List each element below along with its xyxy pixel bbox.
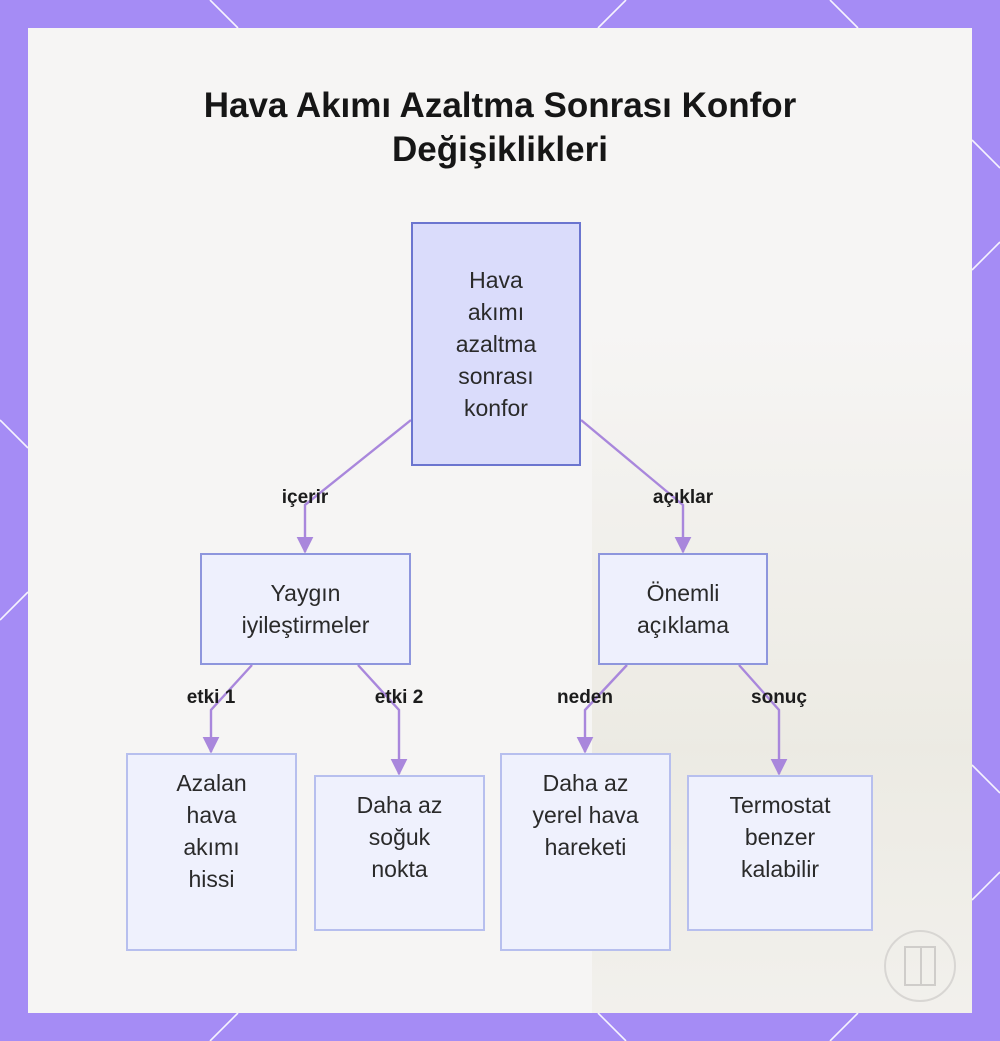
edge-reason [576,664,628,754]
node-root-line: akımı [467,299,525,325]
node-effect2-line: nokta [371,856,428,882]
node-effect2-line: Daha az [356,792,443,818]
node-result: Termostat benzer kalabilir [687,775,873,931]
node-effect1-line: hissi [188,866,235,892]
edge-label-contains: içerir [281,487,329,508]
node-common-line: iyileştirmeler [241,612,370,638]
node-common-improvements: Yaygın iyileştirmeler [200,553,411,665]
edge-result [738,664,788,776]
node-result-line: benzer [744,824,816,850]
node-reason-line: Daha az [542,770,629,796]
node-result-line: Termostat [729,792,831,818]
node-root-line: Hava [469,267,523,293]
node-reason-line: hareketi [544,834,627,860]
node-root: Hava akımı azaltma sonrası konfor [411,222,581,466]
edge-effect2 [357,664,408,776]
node-effect2: Daha az soğuk nokta [314,775,485,931]
edge-contains [296,419,412,554]
node-note-line: açıklama [636,612,730,638]
edge-label-reason: neden [557,687,613,708]
node-note-line: Önemli [646,580,720,606]
node-effect1: Azalan hava akımı hissi [126,753,297,951]
edge-effect1 [202,664,253,754]
node-root-line: sonrası [458,363,534,389]
edge-label-explains: açıklar [652,487,714,508]
door-icon [884,930,956,1002]
edge-label-effect2: etki 2 [374,687,424,708]
node-effect1-line: hava [186,802,237,828]
node-reason-line: yerel hava [532,802,639,828]
edge-label-effect1: etki 1 [186,687,236,708]
node-common-line: Yaygın [270,580,341,606]
node-effect1-line: Azalan [176,770,247,796]
node-effect2-line: soğuk [368,824,431,850]
node-root-line: azaltma [455,331,537,357]
edge-explains [580,419,692,554]
node-root-line: konfor [464,395,528,421]
node-effect1-line: akımı [183,834,240,860]
edge-label-result: sonuç [751,687,807,708]
node-important-note: Önemli açıklama [598,553,768,665]
page-title: Hava Akımı Azaltma Sonrası Konfor Değişi… [203,86,797,169]
node-reason: Daha az yerel hava hareketi [500,753,671,951]
node-result-line: kalabilir [741,856,819,882]
